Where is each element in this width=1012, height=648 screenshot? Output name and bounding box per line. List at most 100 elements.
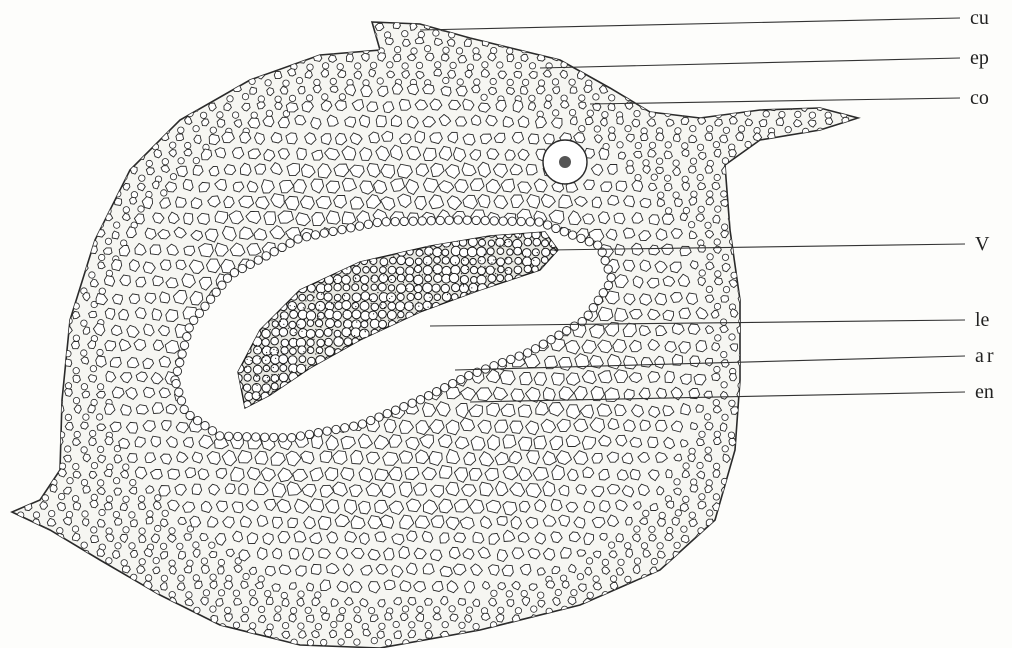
- cell: [41, 86, 48, 95]
- cell: [859, 278, 866, 286]
- cell: [667, 527, 673, 533]
- cell: [857, 270, 863, 276]
- cell: [867, 158, 873, 164]
- cell: [601, 47, 607, 53]
- cell: [49, 286, 55, 292]
- cell: [633, 15, 639, 21]
- cell: [128, 613, 137, 621]
- cell: [648, 54, 655, 62]
- cell: [10, 149, 17, 157]
- cell: [720, 71, 728, 78]
- cell: [714, 278, 722, 285]
- vascular-cell: [361, 292, 370, 301]
- cell: [625, 38, 633, 46]
- cell: [153, 597, 161, 605]
- cell: [816, 200, 824, 208]
- cell: [824, 567, 832, 574]
- cell: [658, 6, 667, 15]
- vascular-cell: [342, 275, 351, 284]
- cell: [81, 542, 87, 548]
- cell: [1, 360, 10, 367]
- cell: [201, 48, 207, 54]
- cell: [817, 96, 823, 102]
- cell: [82, 164, 90, 171]
- stipple-dot: [460, 276, 461, 277]
- cell: [794, 335, 800, 341]
- cell: [553, 46, 559, 52]
- cell: [90, 366, 96, 372]
- vascular-cell: [405, 302, 414, 311]
- cell: [315, 23, 323, 30]
- cell: [785, 127, 791, 133]
- cell: [143, 135, 152, 143]
- cell: [730, 46, 736, 52]
- cell: [339, 39, 347, 46]
- cell: [786, 550, 794, 558]
- cell: [754, 352, 760, 358]
- cell: [57, 342, 64, 350]
- cell: [42, 495, 48, 501]
- vascular-cell: [324, 293, 332, 301]
- cell: [240, 70, 247, 77]
- cell: [777, 406, 785, 414]
- stipple-dot: [281, 351, 282, 352]
- cell: [681, 535, 689, 543]
- cell: [18, 200, 26, 207]
- cell: [43, 303, 49, 309]
- cell: [576, 485, 586, 495]
- cell: [816, 165, 824, 174]
- cell: [233, 622, 239, 628]
- cell: [425, 598, 433, 605]
- cell: [729, 400, 735, 406]
- cell: [787, 479, 793, 485]
- cell: [169, 55, 177, 64]
- cell: [465, 615, 472, 623]
- cell: [265, 46, 271, 52]
- cell: [35, 62, 41, 68]
- cell: [89, 183, 97, 190]
- cell: [8, 343, 16, 351]
- cell: [848, 454, 856, 461]
- cell: [275, 96, 281, 102]
- cell: [65, 388, 73, 396]
- cell: [338, 8, 346, 15]
- cell: [843, 144, 849, 150]
- cell: [290, 607, 296, 613]
- cell: [690, 485, 698, 492]
- cell: [115, 102, 123, 110]
- cell: [802, 70, 810, 78]
- cell: [874, 399, 880, 405]
- stipple-dot: [418, 306, 419, 307]
- cell: [73, 270, 79, 276]
- cell: [809, 439, 816, 448]
- endodermis-cell: [526, 218, 534, 226]
- cell: [137, 590, 143, 596]
- cell: [66, 287, 72, 293]
- cell: [490, 78, 496, 84]
- cell: [49, 382, 55, 388]
- cell: [33, 478, 39, 484]
- stipple-dot: [271, 320, 272, 321]
- vascular-cell: [325, 347, 334, 356]
- cell: [147, 32, 153, 38]
- cell: [738, 295, 746, 303]
- cell: [184, 534, 192, 541]
- cell: [777, 54, 785, 62]
- cell: [56, 631, 63, 638]
- cell: [185, 142, 191, 148]
- vascular-cell: [334, 337, 344, 347]
- cell: [10, 408, 18, 416]
- cell: [1, 261, 9, 268]
- cell: [67, 573, 73, 579]
- cell: [611, 640, 617, 646]
- stipple-dot: [276, 380, 277, 381]
- cell: [10, 15, 16, 21]
- cell: [160, 63, 166, 69]
- cell: [123, 527, 129, 533]
- cell: [545, 37, 553, 45]
- cell: [785, 356, 793, 364]
- cell: [827, 142, 833, 148]
- cell: [321, 639, 327, 645]
- stipple-dot: [246, 367, 247, 368]
- cell: [706, 606, 712, 612]
